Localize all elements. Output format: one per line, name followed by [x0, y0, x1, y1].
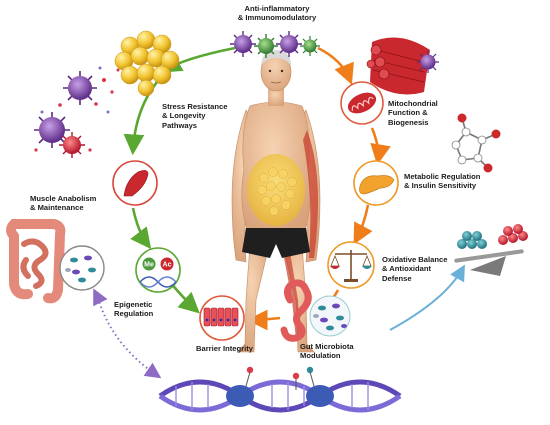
label-muscle: Muscle Anabolism & Maintenance: [30, 194, 97, 213]
label-barrier: Barrier Integrity: [196, 344, 253, 353]
label-anti-inflammatory: Anti-inflammatory & Immunomodulatory: [237, 4, 317, 23]
virus-cluster-icon: [230, 31, 320, 58]
molecule-icon: [451, 113, 501, 173]
intestine-icon: [6, 219, 105, 304]
virus-left-cluster-icon: [34, 66, 120, 158]
epigenetic-icon: Me Ac: [135, 247, 181, 293]
acetyl-badge: Ac: [163, 262, 172, 269]
methyl-badge: Me: [144, 262, 154, 269]
balance-scale-icon: [327, 241, 375, 289]
gut-microbiota-icon: [280, 279, 351, 342]
mitochondria-icon: [340, 81, 384, 125]
epithelium-icon: [199, 295, 245, 341]
fat-cells-icon: [114, 30, 180, 97]
elderly-man-figure: [231, 50, 321, 353]
label-stress-resistance: Stress Resistance & Longevity Pathways: [162, 102, 228, 130]
label-epigenetic: Epigenetic Regulation: [114, 300, 154, 319]
muscle-fiber-icon: [366, 37, 439, 95]
label-gut-microbiota: Gut Microbiota Modulation: [300, 342, 354, 361]
label-metabolic: Metabolic Regulation & Insulin Sensitivi…: [404, 172, 481, 191]
pancreas-icon: [353, 160, 399, 206]
label-oxidative: Oxidative Balance & Antioxidant Defense: [382, 255, 448, 283]
dna-chromatin-icon: [158, 366, 402, 413]
muscle-circle-icon: [112, 160, 158, 206]
sphere-balance-icon: [454, 224, 528, 276]
label-mitochondrial: Mitochondrial Function & Biogenesis: [388, 99, 438, 127]
